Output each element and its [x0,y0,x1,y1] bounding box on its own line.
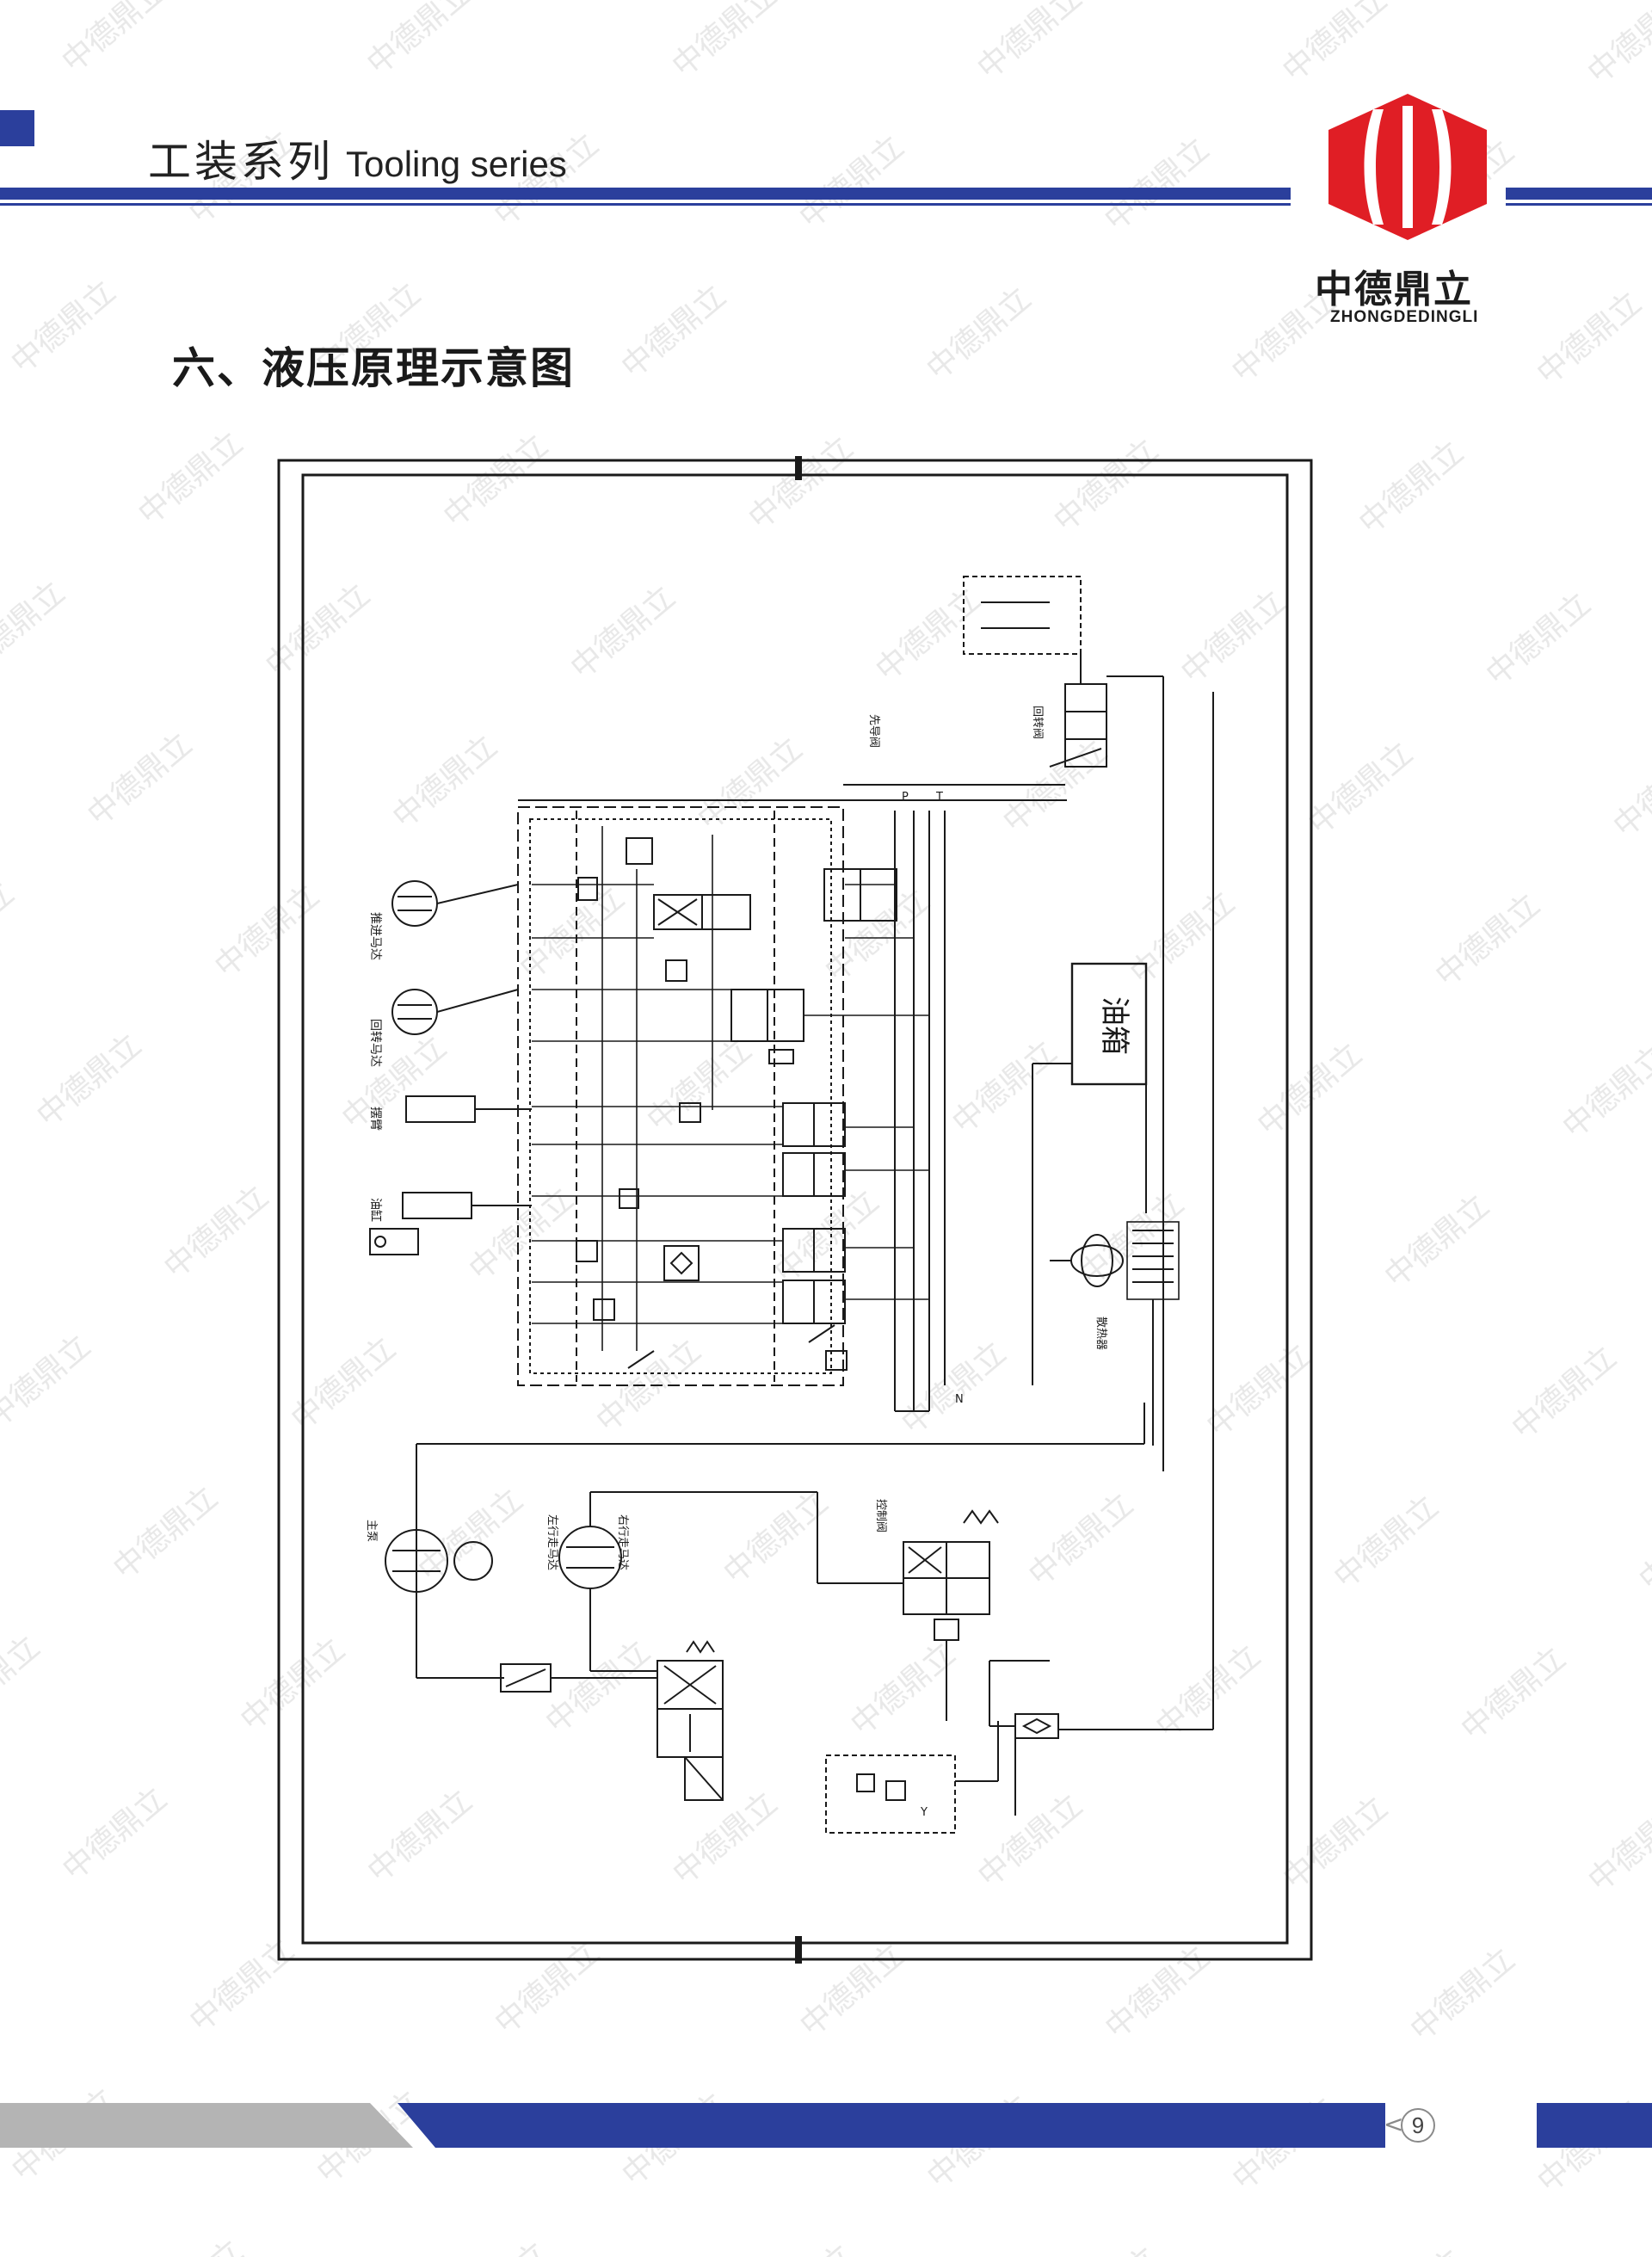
frame-mark-bottom [795,1936,802,1964]
svg-text:右行走马达: 右行走马达 [616,1514,629,1570]
header-tab-marker [0,110,34,146]
brand-name-cn: 中德鼎立 [1315,268,1473,311]
svg-text:摆臂: 摆臂 [368,1107,382,1131]
header-title: 工装系列 Tooling series [148,127,567,189]
svg-text:回转阀: 回转阀 [1031,706,1044,739]
frame-mark-top [795,456,802,480]
header-rule [0,188,1291,200]
lower-solenoid-valve [656,1640,724,1801]
header-title-en: Tooling series [346,144,567,184]
lower-control-valves [825,1509,1059,1834]
footer-band-blue-right [1537,2103,1652,2148]
svg-text:P: P [902,791,909,804]
top-pilot-valve [843,576,1164,1471]
lower-motor-labels: 主泵 左行走马达 右行走马达 [365,1514,629,1570]
hydraulic-schematic-diagram: 推进马达 回转马达 摆臂 油缸 回转阀 先导阀 P T 油箱 散热器 [277,456,1313,1964]
lower-travel-motors [385,1491,903,1693]
page-number: 9 [1401,2108,1435,2143]
header-rule-thin [0,203,1291,206]
svg-text:T: T [935,791,943,804]
svg-text:控制阀: 控制阀 [874,1499,887,1532]
directional-valves [576,837,897,1371]
header-title-cn: 工装系列 [148,137,334,187]
top-valve-labels: 回转阀 先导阀 P T [867,706,1044,804]
frame-outer [277,459,1313,1961]
brand-name-en: ZHONGDEDINGLI [1330,308,1479,326]
svg-text:左行走马达: 左行走马达 [546,1514,558,1570]
oil-cooler [1050,1221,1180,1446]
oil-tank [1032,962,1148,1385]
page-prev-arrow-icon: < [1384,2110,1404,2138]
svg-text:N: N [955,1393,964,1406]
brand-logo-icon [1328,94,1487,240]
svg-text:油缸: 油缸 [368,1198,383,1222]
svg-text:先导阀: 先导阀 [867,714,880,748]
footer-band-blue [398,2103,1385,2148]
frame-inner [301,473,1289,1945]
svg-text:回转马达: 回转马达 [368,1019,382,1067]
header-rule-right [1506,188,1652,200]
footer-band-gray [0,2103,413,2148]
internal-piping [532,826,929,1351]
left-actuators [369,880,532,1255]
main-valve-block [517,799,946,1412]
oil-tank-label: 油箱 [1097,996,1131,1055]
cooler-label: 散热器 [1094,1317,1107,1350]
header-rule-right-thin [1506,203,1652,206]
section-title: 六、液压原理示意图 [172,343,575,393]
svg-text:推进马达: 推进马达 [368,912,382,960]
left-actuator-labels: 推进马达 回转马达 摆臂 油缸 [368,912,383,1222]
page-number-indicator: < 9 [1384,2106,1435,2146]
return-line [416,692,1214,1730]
lower-valve-labels: 控制阀 Y N [874,1393,964,1819]
svg-text:Y: Y [920,1806,928,1819]
svg-text:主泵: 主泵 [365,1520,378,1542]
